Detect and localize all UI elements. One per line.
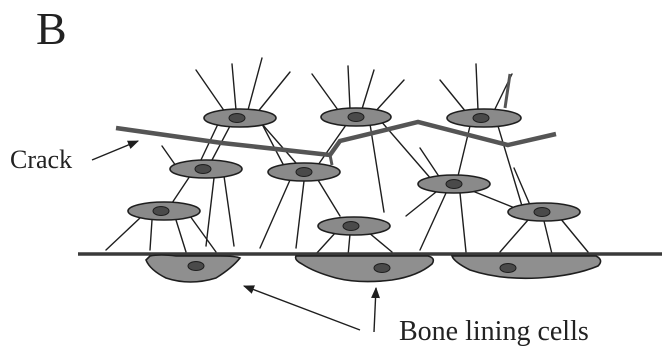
lining-arrow-left (244, 286, 360, 330)
osteocyte (204, 109, 276, 127)
osteocyte (418, 175, 490, 193)
osteocyte (508, 203, 580, 221)
lining-cell (146, 255, 240, 282)
lining-cell (296, 256, 434, 282)
lining-cell (452, 256, 601, 278)
osteocyte (268, 163, 340, 181)
bone-lining-cells (146, 255, 601, 282)
osteocyte (128, 202, 200, 220)
lining-arrow-right (374, 288, 376, 332)
osteocyte (318, 217, 390, 235)
osteocyte (321, 108, 391, 126)
osteocyte (170, 160, 242, 178)
osteocyte (447, 109, 521, 127)
crack-arrow (92, 141, 138, 160)
